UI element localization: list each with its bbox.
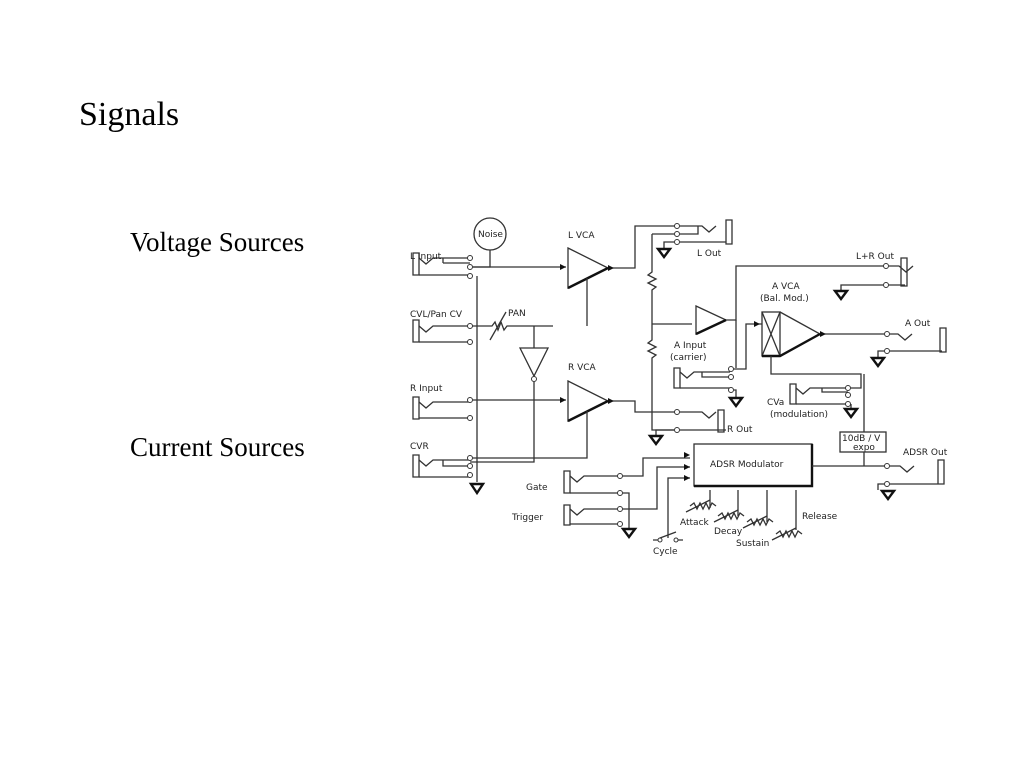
l-input-jack [412,252,473,279]
r-out-label: R Out [727,425,753,435]
adsr-modulator-label: ADSR Modulator [710,460,784,470]
r-vca-label: R VCA [568,363,597,373]
release-potentiometer[interactable] [771,527,803,541]
cvl-pan-cv-jack [412,319,473,345]
gate-jack [563,457,690,528]
cycle-label: Cycle [653,547,678,557]
a-out-jack [869,327,947,368]
sustain-potentiometer[interactable] [742,515,774,529]
sum-buffer-amp [695,304,728,336]
trigger-label: Trigger [511,513,543,523]
cva-jack [770,356,862,419]
l-vca-amp [567,246,610,290]
bal-mod-label: (Bal. Mod.) [760,294,809,304]
r-vca-amp [567,379,610,423]
sustain-label: Sustain [736,539,769,549]
l-vca-label: L VCA [568,231,595,241]
r-input-jack [412,396,473,421]
release-label: Release [802,512,838,522]
pan-potentiometer [472,320,553,332]
carrier-label: (carrier) [670,353,706,363]
bullet-voltage-sources: Voltage Sources [130,227,305,257]
attack-potentiometer[interactable] [685,499,717,513]
modulation-label: (modulation) [770,410,828,420]
noise-label: Noise [478,230,503,240]
a-input-jack [673,323,762,408]
a-vca-label: A VCA [772,282,800,292]
l-out-jack [655,219,733,259]
ground-icon [468,482,486,496]
bullet-current-sources: Current Sources [130,432,305,462]
lr-out-label: L+R Out [856,252,894,262]
cvl-pan-cv-label: CVL/Pan CV [410,310,463,320]
decay-potentiometer[interactable] [713,509,745,523]
decay-label: Decay [714,527,743,537]
cvr-label: CVR [410,442,429,452]
r-input-label: R Input [410,384,443,394]
trigger-jack [563,466,690,539]
cva-label: CVa [767,398,784,408]
slide-title: Signals [79,96,180,133]
lr-out-jack [832,257,914,301]
adsr-out-label: ADSR Out [903,448,948,458]
l-input-label: L Input [410,252,442,262]
inverter-amp [518,347,550,378]
cvr-jack [412,454,473,478]
cycle-switch[interactable] [653,477,690,543]
gate-label: Gate [526,483,548,493]
a-out-label: A Out [905,319,931,329]
resistor-divider [646,233,692,431]
expo-label-line1: 10dB / V [842,434,881,444]
attack-label: Attack [680,518,710,528]
l-out-label: L Out [697,249,722,259]
expo-label-line2: expo [853,443,875,453]
expo-converter [839,431,887,453]
adsr-out-jack [877,459,945,501]
a-input-label: A Input [674,341,707,351]
r-out-jack [647,409,726,446]
pan-label: PAN [508,309,526,319]
